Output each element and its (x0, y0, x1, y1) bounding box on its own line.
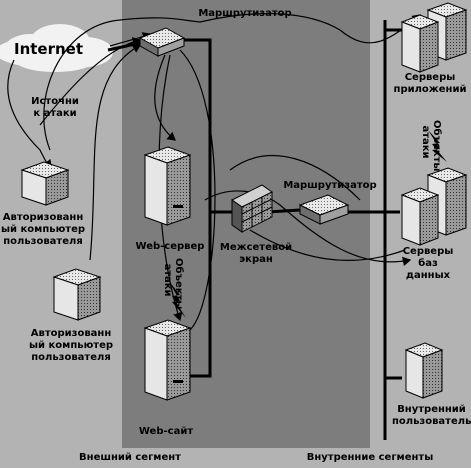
router-icon (138, 27, 186, 57)
computer-icon (20, 161, 70, 206)
server-icon (400, 14, 440, 73)
cloud-icon (0, 24, 113, 72)
router-right-label: Маршрутизатор (283, 180, 377, 191)
router-top-label: Маршрутизатор (198, 8, 292, 19)
computer-icon (404, 342, 444, 399)
internet-label: Internet (14, 40, 84, 58)
computer-icon (52, 268, 102, 321)
external-segment-label: Внешний сегмент (79, 452, 181, 463)
attack-objects-right-label: Объекты атаки (420, 120, 442, 172)
firewall-label: Межсетевой экран (219, 242, 293, 265)
internal-segments-label: Внутренние сегменты (306, 452, 434, 463)
internal-user-label: Внутренний пользователь (392, 404, 471, 427)
lightning-icon (428, 130, 447, 162)
server-icon (143, 319, 192, 401)
firewall-icon (231, 184, 273, 233)
attack-objects-left-label: Объекты атаки (162, 258, 184, 310)
auth-pc-2-label: Авторизованн ый компьютер пользователя (28, 328, 114, 363)
router-icon (298, 194, 350, 225)
lightning-icon (168, 280, 186, 318)
app-servers-label: Серверы приложений (393, 72, 467, 95)
web-server-label: Web-сервер (135, 241, 205, 252)
attack-paths (7, 13, 421, 331)
web-site-label: Web-сайт (138, 426, 194, 437)
server-icon (426, 167, 468, 236)
attack-source-label: Источни к атаки (31, 96, 79, 119)
auth-pc-1-label: Авторизованн ый компьютер пользователя (0, 212, 86, 247)
server-icon (143, 146, 192, 226)
server-icon (400, 187, 440, 246)
db-servers-label: Серверы баз данных (402, 246, 454, 281)
